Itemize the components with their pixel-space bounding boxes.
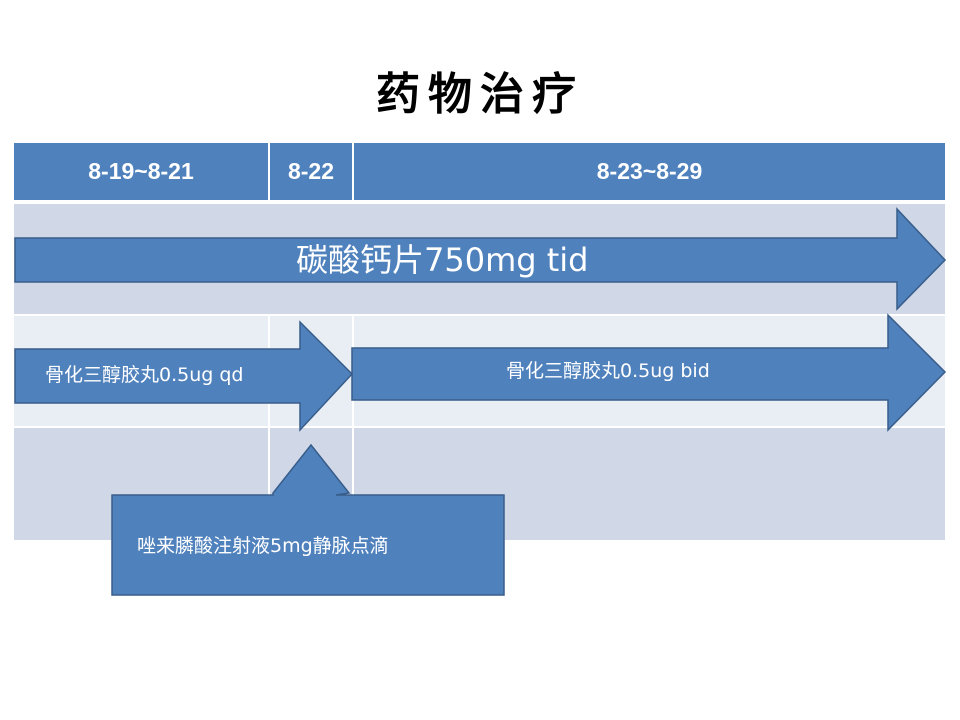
slide-title: 药物治疗 <box>376 69 584 120</box>
calcitriol-qd-arrow <box>14 320 354 432</box>
calcitriol-bid-arrow <box>351 313 947 432</box>
zoledronic-callout <box>111 443 505 596</box>
calcium-carbonate-arrow <box>14 207 947 311</box>
column-divider <box>352 316 354 540</box>
calcitriol-qd-label: 骨化三醇胶丸0.5ug qd <box>45 364 244 386</box>
header-cell-period-3: 8-23~8-29 <box>354 143 945 200</box>
zoledronic-label: 唑来膦酸注射液5mg静脉点滴 <box>137 535 389 557</box>
header-cell-period-2: 8-22 <box>270 143 352 200</box>
calcium-carbonate-label: 碳酸钙片750mg tid <box>296 241 589 279</box>
calcitriol-bid-label: 骨化三醇胶丸0.5ug bid <box>506 360 710 382</box>
column-divider <box>268 316 270 540</box>
header-cell-period-1: 8-19~8-21 <box>14 143 268 200</box>
